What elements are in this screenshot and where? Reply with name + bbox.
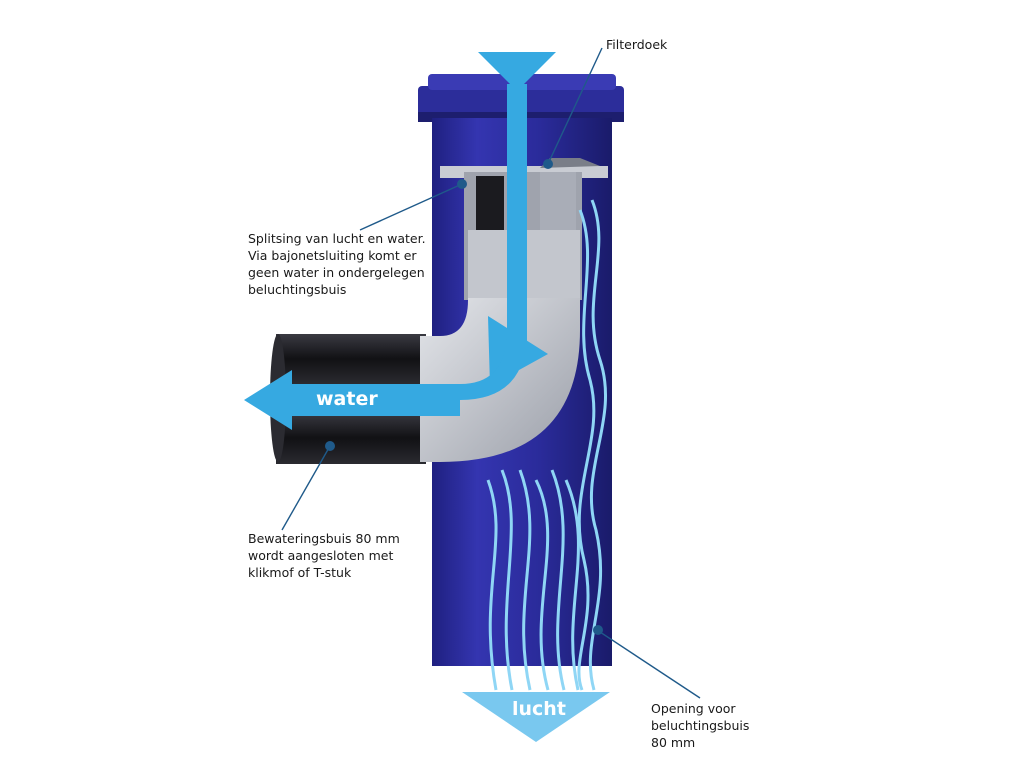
label-filterdoek: Filterdoek: [606, 37, 668, 52]
label-bewatering: Bewateringsbuis 80 mm wordt aangesloten …: [248, 531, 400, 580]
irrigation-pipe: [270, 334, 426, 464]
filter-cloth: [540, 158, 600, 168]
callout-lines: [281, 47, 701, 699]
label-splitsing: Splitsing van lucht en water. Via bajone…: [248, 231, 426, 297]
callout-dots: [325, 159, 603, 635]
water-arrow-label: water: [316, 388, 378, 410]
lucht-arrow-label: lucht: [512, 698, 566, 720]
air-flow-arrow: [462, 692, 610, 742]
water-flow-arrow: [244, 52, 556, 430]
label-opening: Opening voor beluchtingsbuis 80 mm: [651, 701, 750, 750]
air-flow-lines: [486, 199, 608, 691]
